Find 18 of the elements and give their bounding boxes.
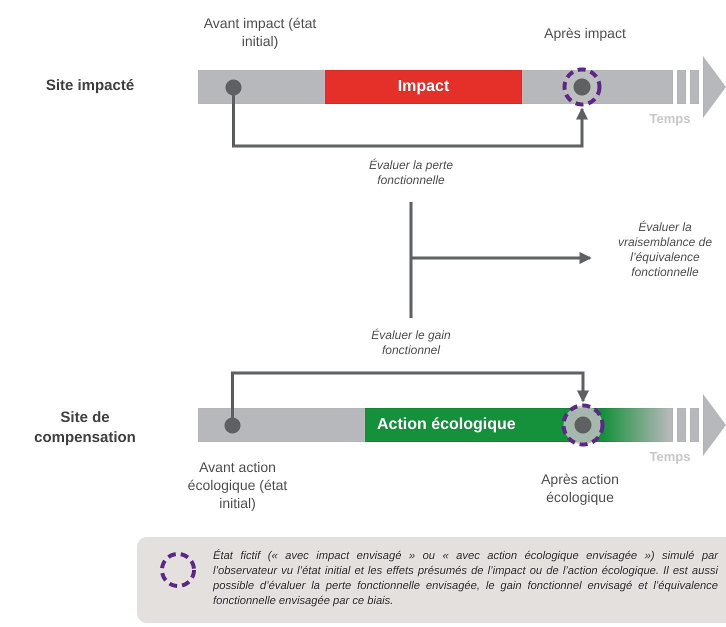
state-dot	[224, 417, 241, 434]
arrow	[410, 252, 592, 318]
fictive-state-ring	[561, 402, 605, 448]
fictive-state-ring	[562, 67, 602, 107]
step-label: Évaluer la vraisemblance de l’équivalence fonctionnelle	[604, 220, 726, 286]
arrow	[231, 372, 589, 418]
row-label: Site de compensation	[33, 408, 137, 448]
state-caption: Après impact	[543, 24, 627, 42]
step-label: Évaluer la perte fonctionnelle	[341, 158, 481, 192]
state-caption: Après action écologique	[540, 470, 620, 506]
phase-bar: Impact	[325, 70, 522, 104]
step-label: Évaluer le gain fonctionnel	[341, 328, 481, 362]
state-dot	[225, 79, 242, 96]
row-label: Site impacté	[44, 77, 136, 94]
state-caption: Avant action écologique (état initial)	[186, 458, 288, 512]
arrow	[232, 95, 588, 148]
legend-text: État fictif (« avec impact envisagé » ou « avec action écologique envisagée ») simulé par l’observateur vu l’état initial et les effets présumés de l’impact ou de l’action écologique. Il est aussi possible d’évaluer la perte fonctionnelle envisagée, le gain fonctionnel envisagé et l’équivalence fonctionnelle envisagée par ce biais.	[213, 549, 718, 609]
state-caption: Avant impact (état initial)	[202, 14, 318, 50]
